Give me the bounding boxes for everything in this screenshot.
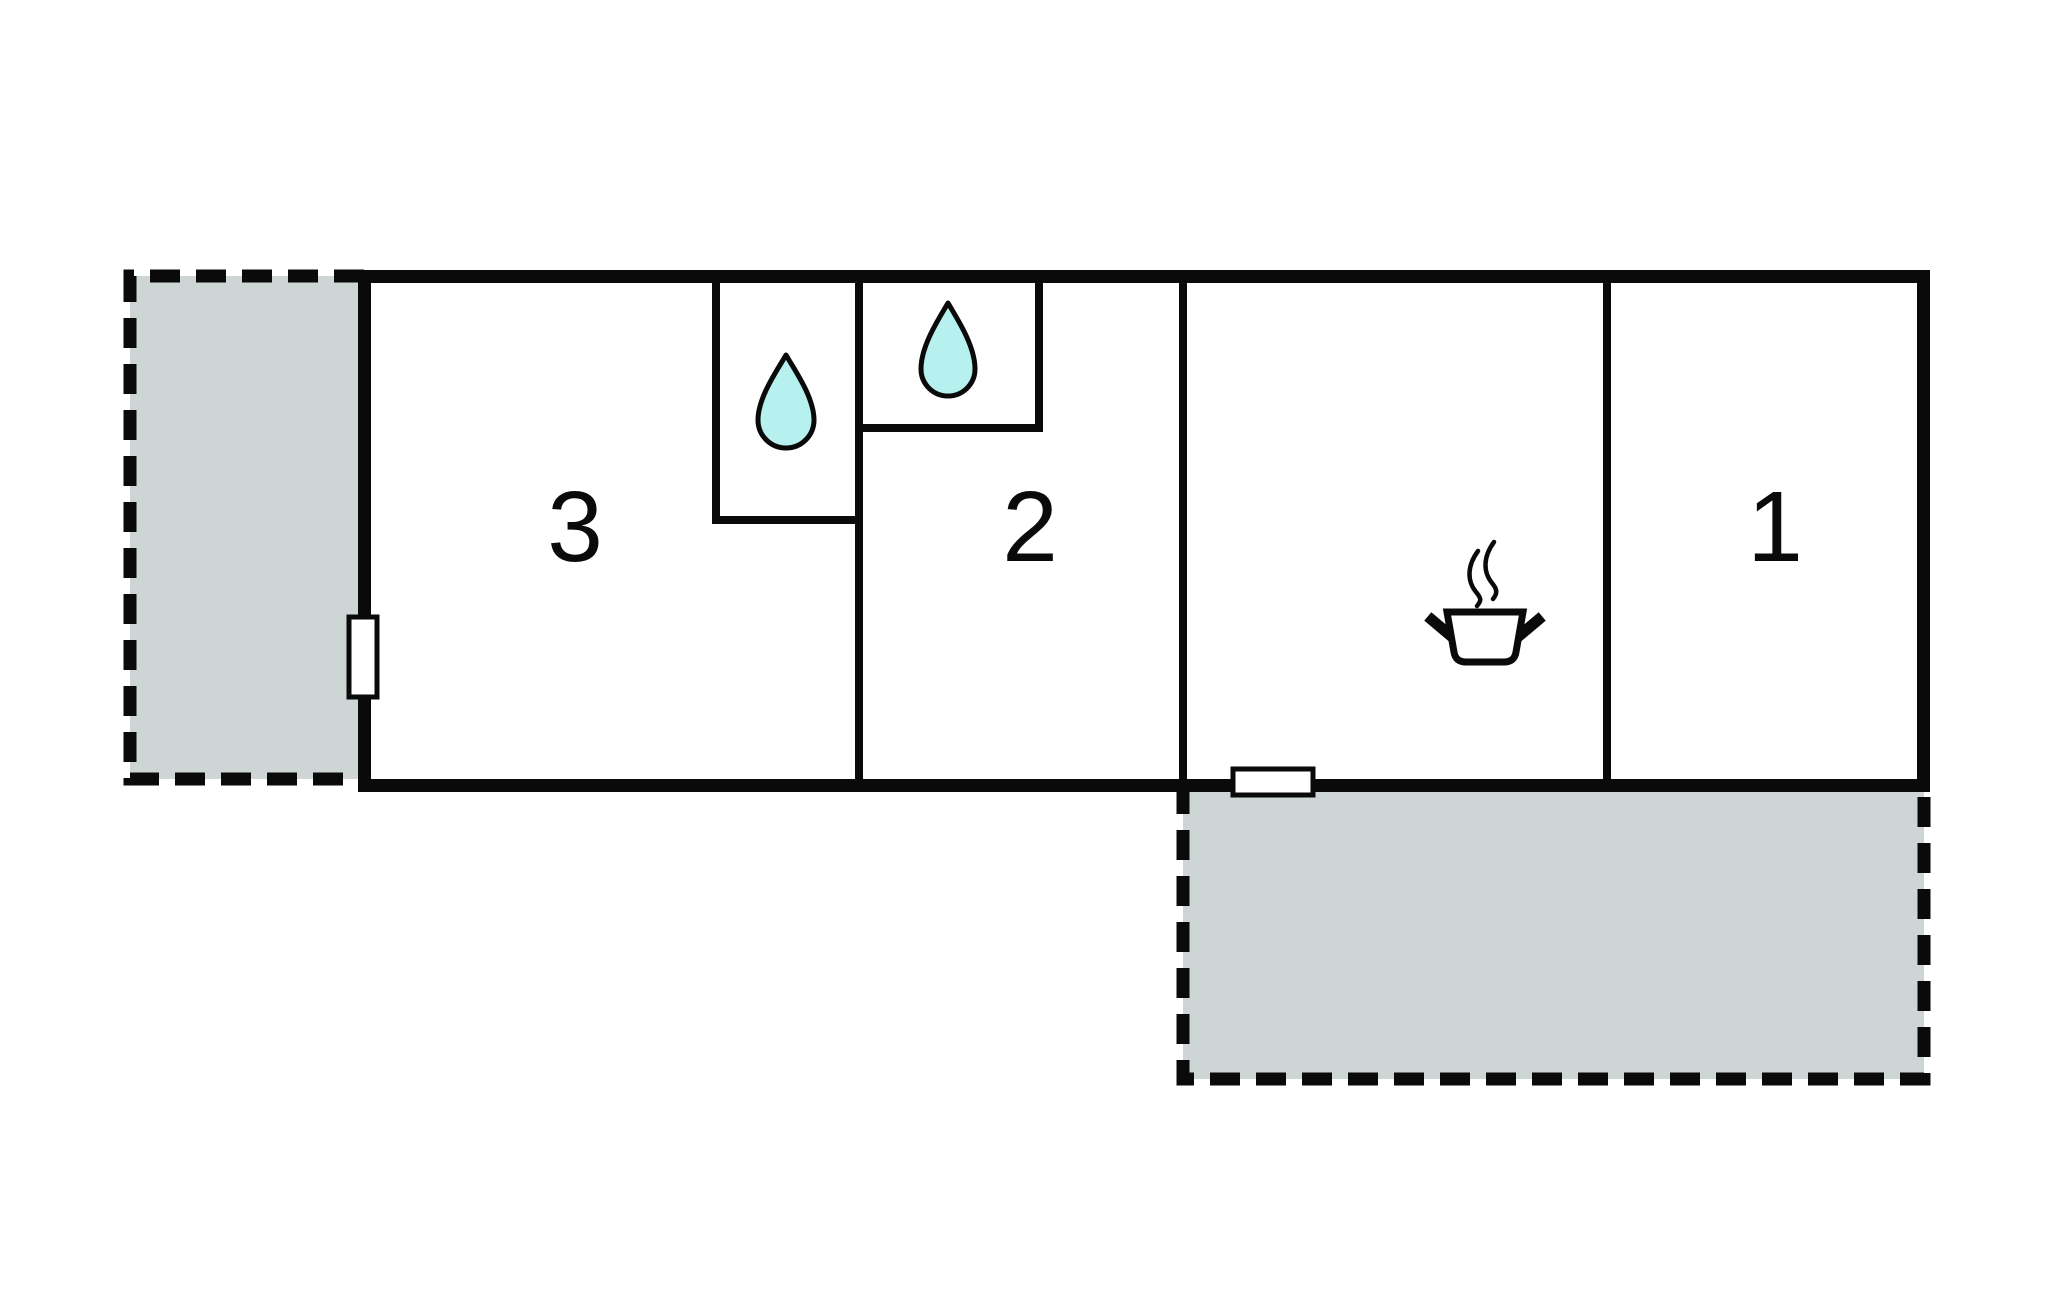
room-label-1: 1 xyxy=(1747,471,1803,583)
room-label-3: 3 xyxy=(547,471,603,583)
pot-body xyxy=(1442,608,1528,666)
interior-walls xyxy=(712,277,1611,783)
steam-icon xyxy=(1483,539,1499,602)
water-drop-icon xyxy=(755,352,817,451)
building-outline xyxy=(358,270,1930,792)
terrace-bottom-right xyxy=(1176,784,1931,1086)
steam-icon xyxy=(1467,548,1483,609)
terrace-left xyxy=(123,269,364,786)
water-drop-icon xyxy=(918,300,978,399)
door-bottom-wall xyxy=(1230,766,1316,798)
cooking-pot-icon xyxy=(1424,539,1546,666)
door-left-wall xyxy=(346,614,380,700)
room-label-2: 2 xyxy=(1002,471,1058,583)
